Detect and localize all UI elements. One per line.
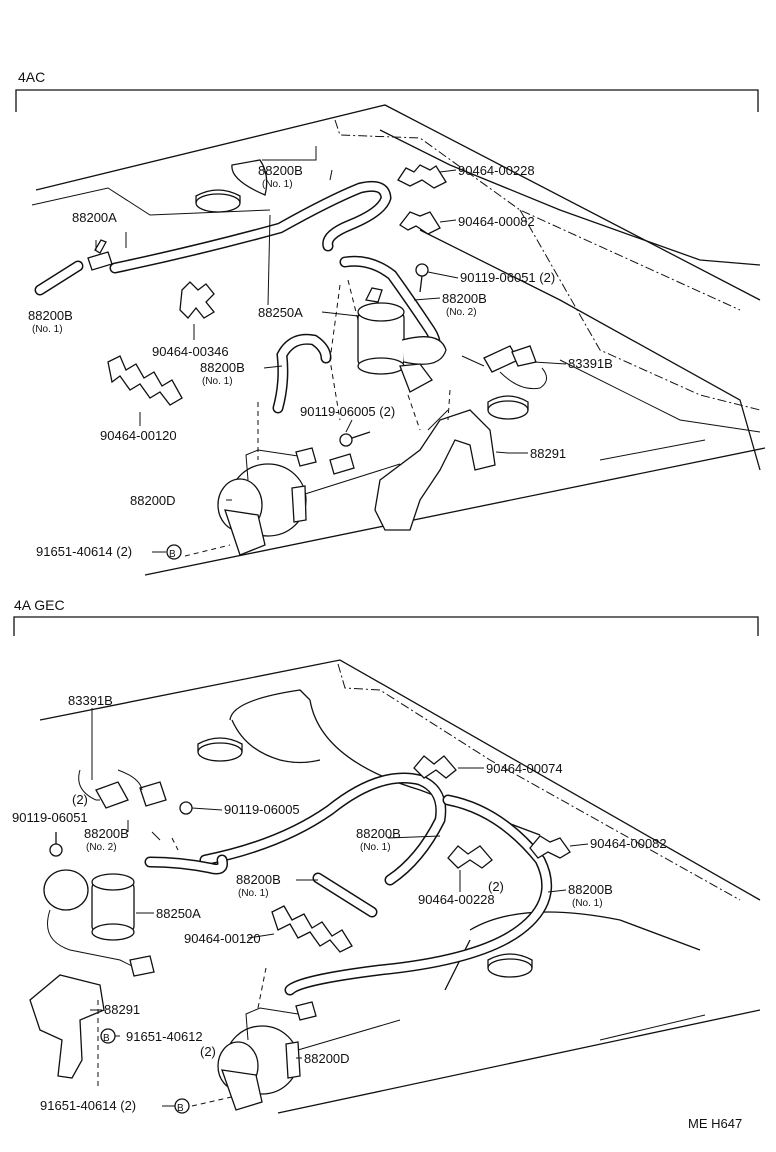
hose-88200b-mid xyxy=(272,333,332,414)
actuator-88200d-bottom xyxy=(217,1001,401,1111)
vsv-88250a xyxy=(357,287,447,393)
bolt-90119-06005 xyxy=(339,431,371,447)
label-b2: B xyxy=(177,1103,184,1114)
bolt-90119-06051 xyxy=(415,263,429,293)
label-88200b-left: 88200B xyxy=(28,308,73,323)
leader-lines-top xyxy=(95,146,567,553)
body-panel-outline-bottom xyxy=(39,659,761,1114)
label-no1-left: (No. 1) xyxy=(32,324,63,335)
label-no2: (No. 2) xyxy=(446,307,477,318)
clip-90464-00228 xyxy=(397,164,447,189)
label-88250a: 88250A xyxy=(258,305,303,320)
labels-4ac: 90464-00228 88200B (No. 1) 90464-00082 8… xyxy=(28,163,613,560)
reference-lines-top xyxy=(184,279,451,557)
label-90464-00228-bottom: 90464-00228 xyxy=(418,892,495,907)
clip-90464-00228-bottom xyxy=(447,845,493,869)
label-91651-40614-bottom: 91651-40614 (2) xyxy=(40,1098,136,1113)
clip-90464-00120 xyxy=(107,355,183,406)
bracket-88291 xyxy=(374,409,496,531)
label-no1-top: (No. 1) xyxy=(262,179,293,190)
bolt-90119-06051-bottom xyxy=(49,832,63,857)
section-4ac: 4AC xyxy=(15,69,766,576)
label-90464-00120-bottom: 90464-00120 xyxy=(184,931,261,946)
actuator-88200d xyxy=(217,447,401,556)
label-91651-40614: 91651-40614 (2) xyxy=(36,544,132,559)
leader-lines-bottom xyxy=(90,708,589,1107)
body-panel-outline xyxy=(31,104,766,576)
label-91651-40612: 91651-40612 xyxy=(126,1029,203,1044)
label-90119-06005-bottom: 90119-06005 xyxy=(224,802,300,817)
footer-code: ME H647 xyxy=(688,1116,742,1131)
label-90464-00346: 90464-00346 xyxy=(152,344,229,359)
label-90464-00082-bottom: 90464-00082 xyxy=(590,836,667,851)
ref-circle-b xyxy=(166,544,182,560)
sensor-83391b xyxy=(461,345,547,390)
section-bracket-4ac xyxy=(15,89,759,112)
hose-88200b-no1-short xyxy=(312,872,378,918)
label-88200b-no1-top: 88200B xyxy=(258,163,303,178)
label-88291: 88291 xyxy=(530,446,566,461)
label-88200b-no1-b: 88200B xyxy=(236,872,281,887)
clip-90464-00082 xyxy=(399,211,441,235)
label-90119-06005: 90119-06005 (2) xyxy=(300,404,395,419)
section-4agec: 4A GEC xyxy=(12,597,761,1114)
hose-88200b-left xyxy=(34,260,84,296)
label-90119-06051: 90119-06051 (2) xyxy=(460,270,555,285)
label-2c: (2) xyxy=(200,1044,216,1059)
label-2a: (2) xyxy=(72,792,88,807)
label-b1: B xyxy=(103,1033,110,1044)
labels-4agec: 83391B 90464-00074 (2) 90119-06051 90119… xyxy=(12,693,667,1114)
label-88291-bottom: 88291 xyxy=(104,1002,140,1017)
label-88200a: 88200A xyxy=(72,210,117,225)
reference-lines-bottom xyxy=(97,837,267,1107)
label-90119-06051-bottom: 90119-06051 xyxy=(12,810,88,825)
section-bracket-4agec xyxy=(13,616,759,636)
clip-90464-00082-bottom xyxy=(529,835,571,859)
label-90464-00082: 90464-00082 xyxy=(458,214,535,229)
ref-circle-b2 xyxy=(174,1098,190,1114)
label-b: B xyxy=(169,549,176,560)
label-88200b-no1-a: 88200B xyxy=(356,826,401,841)
label-no1-b: (No. 1) xyxy=(238,888,269,899)
section-title-4agec: 4A GEC xyxy=(14,597,65,613)
label-88200d-bottom: 88200D xyxy=(304,1051,350,1066)
label-no1-mid: (No. 1) xyxy=(202,376,233,387)
clip-90464-00346 xyxy=(179,281,215,319)
label-no2-bottom: (No. 2) xyxy=(86,842,117,853)
label-88200b-no2: 88200B xyxy=(442,291,487,306)
label-90464-00228: 90464-00228 xyxy=(458,163,535,178)
label-90464-00120: 90464-00120 xyxy=(100,428,177,443)
label-88200b-no1-c: 88200B xyxy=(568,882,613,897)
label-2b: (2) xyxy=(488,879,504,894)
label-no1-c: (No. 1) xyxy=(572,898,603,909)
hose-88200b-no1-top xyxy=(109,180,392,274)
clip-90464-00120-bottom xyxy=(271,905,353,953)
label-83391b-bottom: 83391B xyxy=(68,693,113,708)
label-no1-a: (No. 1) xyxy=(360,842,391,853)
label-88250a-bottom: 88250A xyxy=(156,906,201,921)
ref-circle-b1 xyxy=(100,1028,116,1044)
connector-88200a xyxy=(87,239,113,271)
label-88200d: 88200D xyxy=(130,493,176,508)
label-88200b-no2-bottom: 88200B xyxy=(84,826,129,841)
hose-88200b-no1-long xyxy=(199,772,447,886)
label-83391b: 83391B xyxy=(568,356,613,371)
hose-88200b-no1-right xyxy=(284,794,553,996)
bracket-88291-bottom xyxy=(29,974,105,1079)
section-title-4ac: 4AC xyxy=(18,69,45,85)
label-90464-00074: 90464-00074 xyxy=(486,761,563,776)
sensor-83391b-bottom xyxy=(78,769,167,809)
bolt-90119-06005-bottom xyxy=(179,801,193,815)
clip-90464-00074 xyxy=(413,755,457,779)
label-88200b-mid: 88200B xyxy=(200,360,245,375)
hose-88200b-no2 xyxy=(144,854,228,875)
vsv-88250a-bottom xyxy=(43,869,155,977)
